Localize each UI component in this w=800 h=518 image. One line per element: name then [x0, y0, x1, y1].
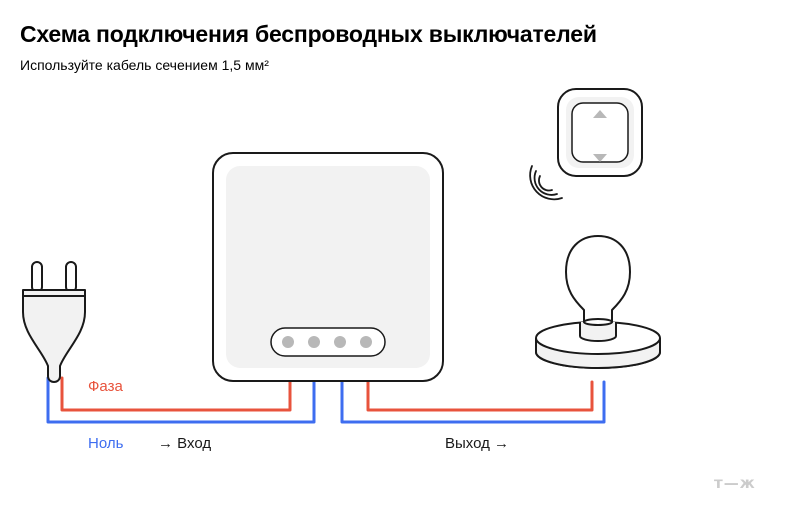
power-plug-icon: [22, 261, 86, 383]
neutral-label: Ноль: [88, 435, 124, 452]
light-bulb-icon: [535, 235, 661, 369]
arrow-up-icon: [593, 110, 607, 118]
phase-wire-input: [60, 376, 292, 412]
led-indicator: [334, 336, 346, 348]
led-indicator: [282, 336, 294, 348]
phase-wire-output: [366, 380, 594, 412]
phase-label: Фаза: [88, 378, 123, 395]
page-subtitle: Используйте кабель сечением 1,5 мм²: [20, 57, 269, 73]
page-title: Схема подключения беспроводных выключате…: [20, 21, 597, 47]
input-label: → Вход: [158, 435, 211, 452]
neutral-wire-input: [46, 376, 316, 424]
neutral-wire-output: [340, 380, 606, 424]
led-indicator: [308, 336, 320, 348]
wireless-relay-module: [212, 152, 444, 382]
arrow-down-icon: [593, 154, 607, 162]
led-indicator-bar: [270, 327, 386, 357]
led-indicator: [360, 336, 372, 348]
radio-signal-icon: [529, 165, 563, 201]
output-label: Выход →: [445, 435, 509, 452]
wireless-switch-icon: [557, 88, 643, 177]
wires: [46, 376, 606, 424]
brand-logo: т—ж: [714, 474, 756, 492]
